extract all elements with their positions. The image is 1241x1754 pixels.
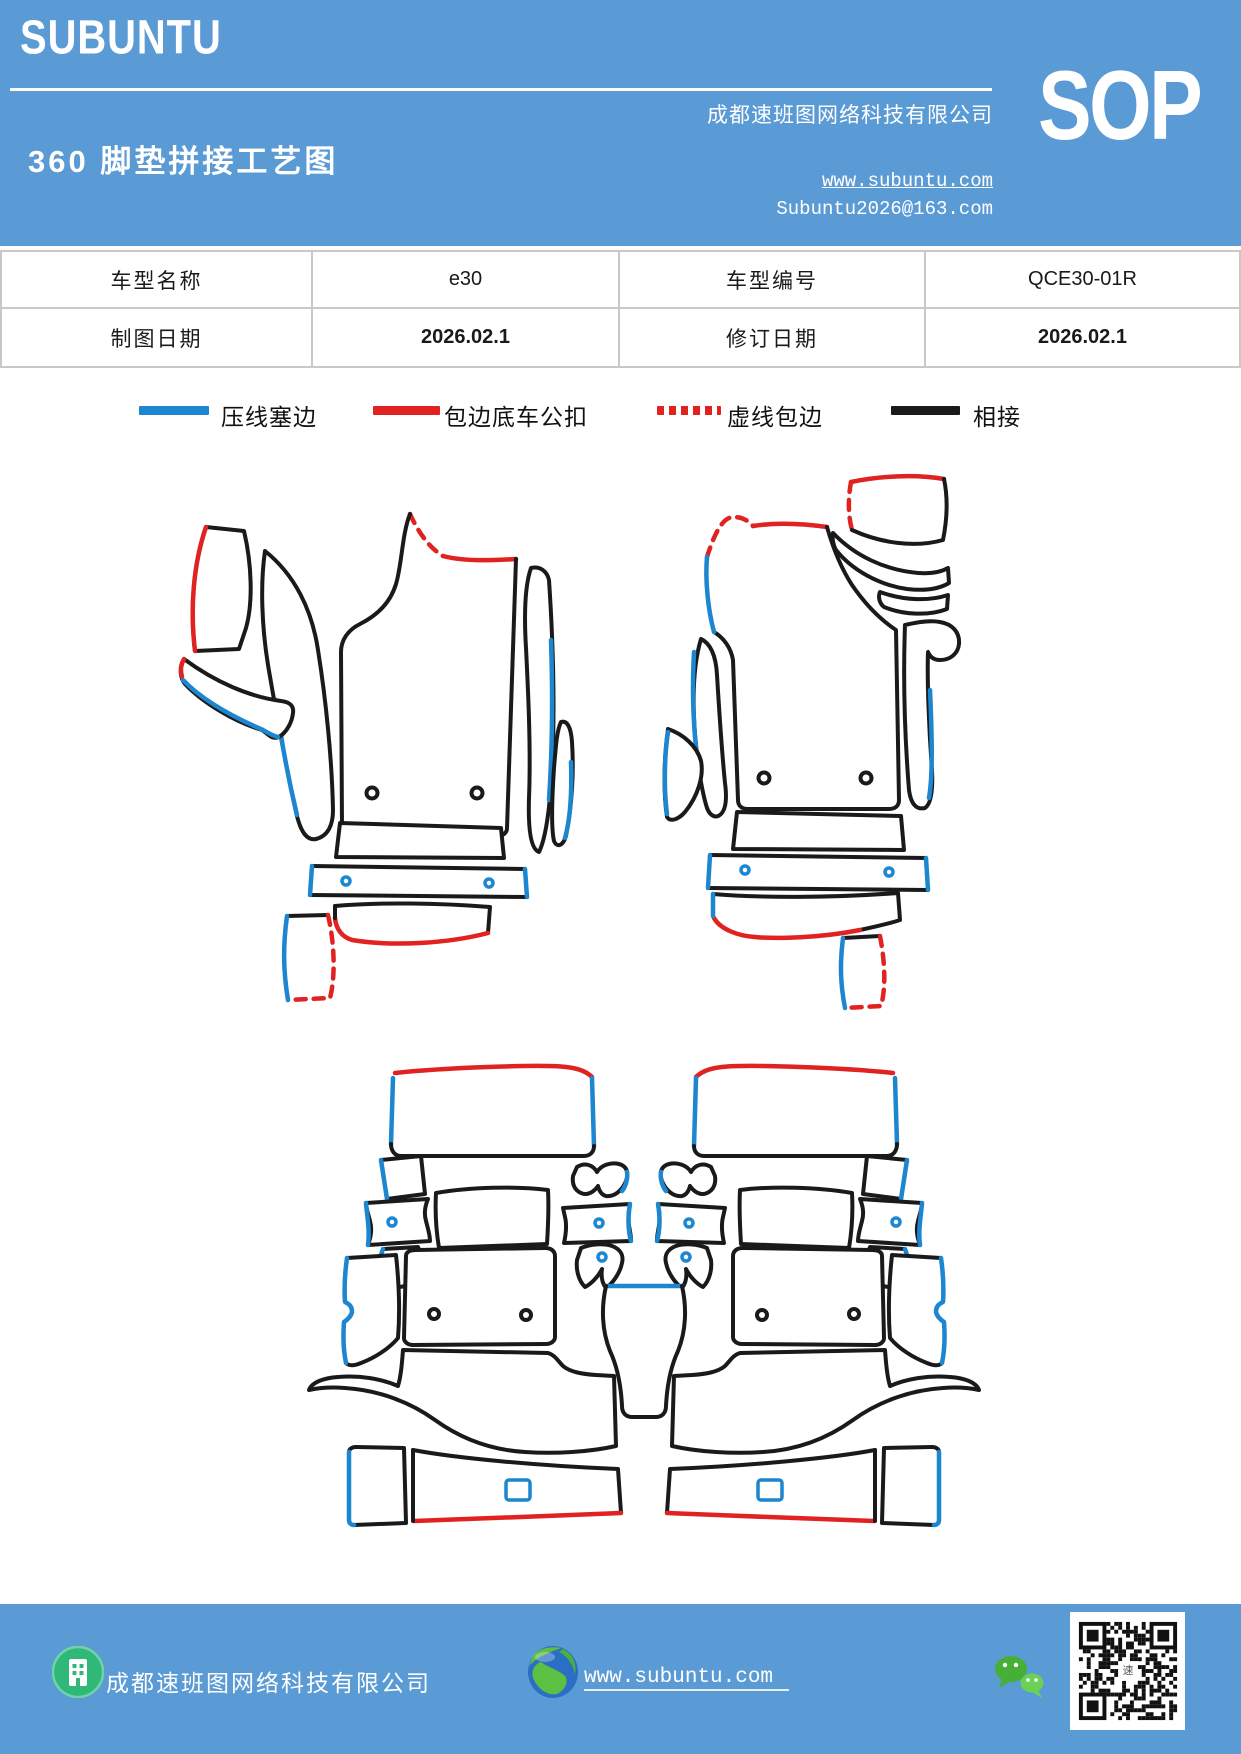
- legend-label-press-edge: 压线塞边: [221, 404, 317, 430]
- piece-bottom-strip: [411, 1448, 624, 1524]
- header-divider: [10, 88, 992, 91]
- cell-model-name-value: e30: [313, 252, 620, 309]
- piece-bird-lower: [574, 1242, 625, 1290]
- piece-right-banana: [690, 637, 728, 819]
- cell-model-code-label: 车型编号: [620, 252, 926, 309]
- piece-center-bowtie: [561, 1201, 634, 1245]
- cell-model-code-value: QCE30-01R: [926, 252, 1239, 309]
- brand-logo: SUBUNTU: [20, 10, 222, 65]
- page-footer: 成都速班图网络科技有限公司 www.subuntu.com: [0, 1604, 1241, 1754]
- piece-sail: [662, 727, 704, 822]
- legend-label-dashed-binding: 虚线包边: [727, 404, 823, 430]
- piece-main-mat-left: [339, 511, 519, 840]
- piece-rear-big-rect: [402, 1246, 557, 1347]
- legend-swatch-black-line: [891, 406, 960, 415]
- piece-main-mat-right: [704, 514, 901, 811]
- piece-comma: [550, 719, 575, 848]
- footer-company-name: 成都速班图网络科技有限公司: [106, 1670, 431, 1696]
- svg-text:速: 速: [1122, 1665, 1133, 1677]
- diagram-front-right-mat: [662, 473, 962, 1011]
- legend-swatch-red-line: [373, 406, 440, 415]
- piece-left-banana: [260, 549, 335, 842]
- piece-collar-band: [830, 531, 951, 592]
- piece-curved-band: [332, 901, 492, 946]
- page-header: SUBUNTU 成都速班图网络科技有限公司 360 脚垫拼接工艺图 www.su…: [0, 0, 1241, 246]
- header-website-link[interactable]: www.subuntu.com: [821, 170, 993, 192]
- piece-bowtie: [363, 1197, 432, 1248]
- piece-bird-upper: [570, 1161, 630, 1199]
- piece-doorsill-band: [307, 1348, 618, 1455]
- piece-mid-rect: [433, 1185, 551, 1250]
- legend-label-binding-buckle: 包边底车公扣: [444, 404, 588, 430]
- piece-right-sliver: [523, 565, 556, 854]
- piece-hook: [178, 656, 296, 740]
- diagram-front-left-mat: [178, 511, 575, 1003]
- qr-code: 速: [1070, 1612, 1185, 1730]
- rear-half: [307, 1063, 634, 1528]
- piece-rear-top-rect: [388, 1063, 597, 1158]
- piece-trapezoid-strip: [334, 821, 506, 860]
- legend: 压线塞边 包边底车公扣 虚线包边 相接: [0, 396, 1241, 432]
- wechat-icon: [990, 1652, 1048, 1707]
- vehicle-info-table: 车型名称 e30 车型编号 QCE30-01R 制图日期 2026.02.1 修…: [0, 250, 1241, 368]
- piece-collar-sliver: [877, 590, 950, 616]
- cell-draw-date-label: 制图日期: [2, 309, 313, 366]
- piece-pentagon: [377, 1245, 424, 1289]
- header-company-name: 成都速班图网络科技有限公司: [707, 104, 993, 127]
- piece-side-hook-column: [902, 619, 962, 811]
- cell-revise-date-label: 修订日期: [620, 309, 926, 366]
- page-title: 360 脚垫拼接工艺图: [28, 144, 339, 179]
- legend-swatch-red-dashed-line: [657, 406, 721, 415]
- piece-dashed-flap: [838, 933, 887, 1011]
- piece-side-quad: [190, 524, 253, 654]
- legend-swatch-blue-line: [139, 406, 209, 415]
- piece-top-right: [846, 473, 949, 546]
- globe-icon: [526, 1644, 580, 1705]
- piece-tall-side: [341, 1253, 402, 1368]
- cell-revise-date-value: 2026.02.1: [926, 309, 1239, 366]
- cell-model-name-label: 车型名称: [2, 252, 313, 309]
- piece-outer-small-rect: [346, 1445, 408, 1528]
- company-building-icon: [51, 1645, 105, 1703]
- piece-trapezoid-strip: [731, 810, 906, 852]
- sop-badge: SOP: [1038, 50, 1203, 160]
- footer-website-link[interactable]: www.subuntu.com: [584, 1666, 790, 1691]
- piece-curved-band: [710, 891, 902, 941]
- piece-buckle-strip: [307, 863, 530, 900]
- piece-buckle-strip: [705, 852, 931, 893]
- legend-label-joint: 相接: [973, 404, 1021, 430]
- header-email: Subuntu2026@163.com: [776, 198, 993, 220]
- piece-center-tunnel: [600, 1283, 688, 1419]
- piece-small-trapezoid: [378, 1154, 427, 1202]
- piece-dashed-flap: [281, 912, 336, 1003]
- cell-draw-date-value: 2026.02.1: [313, 309, 620, 366]
- diagram-rear-mat-set: [307, 1063, 979, 1528]
